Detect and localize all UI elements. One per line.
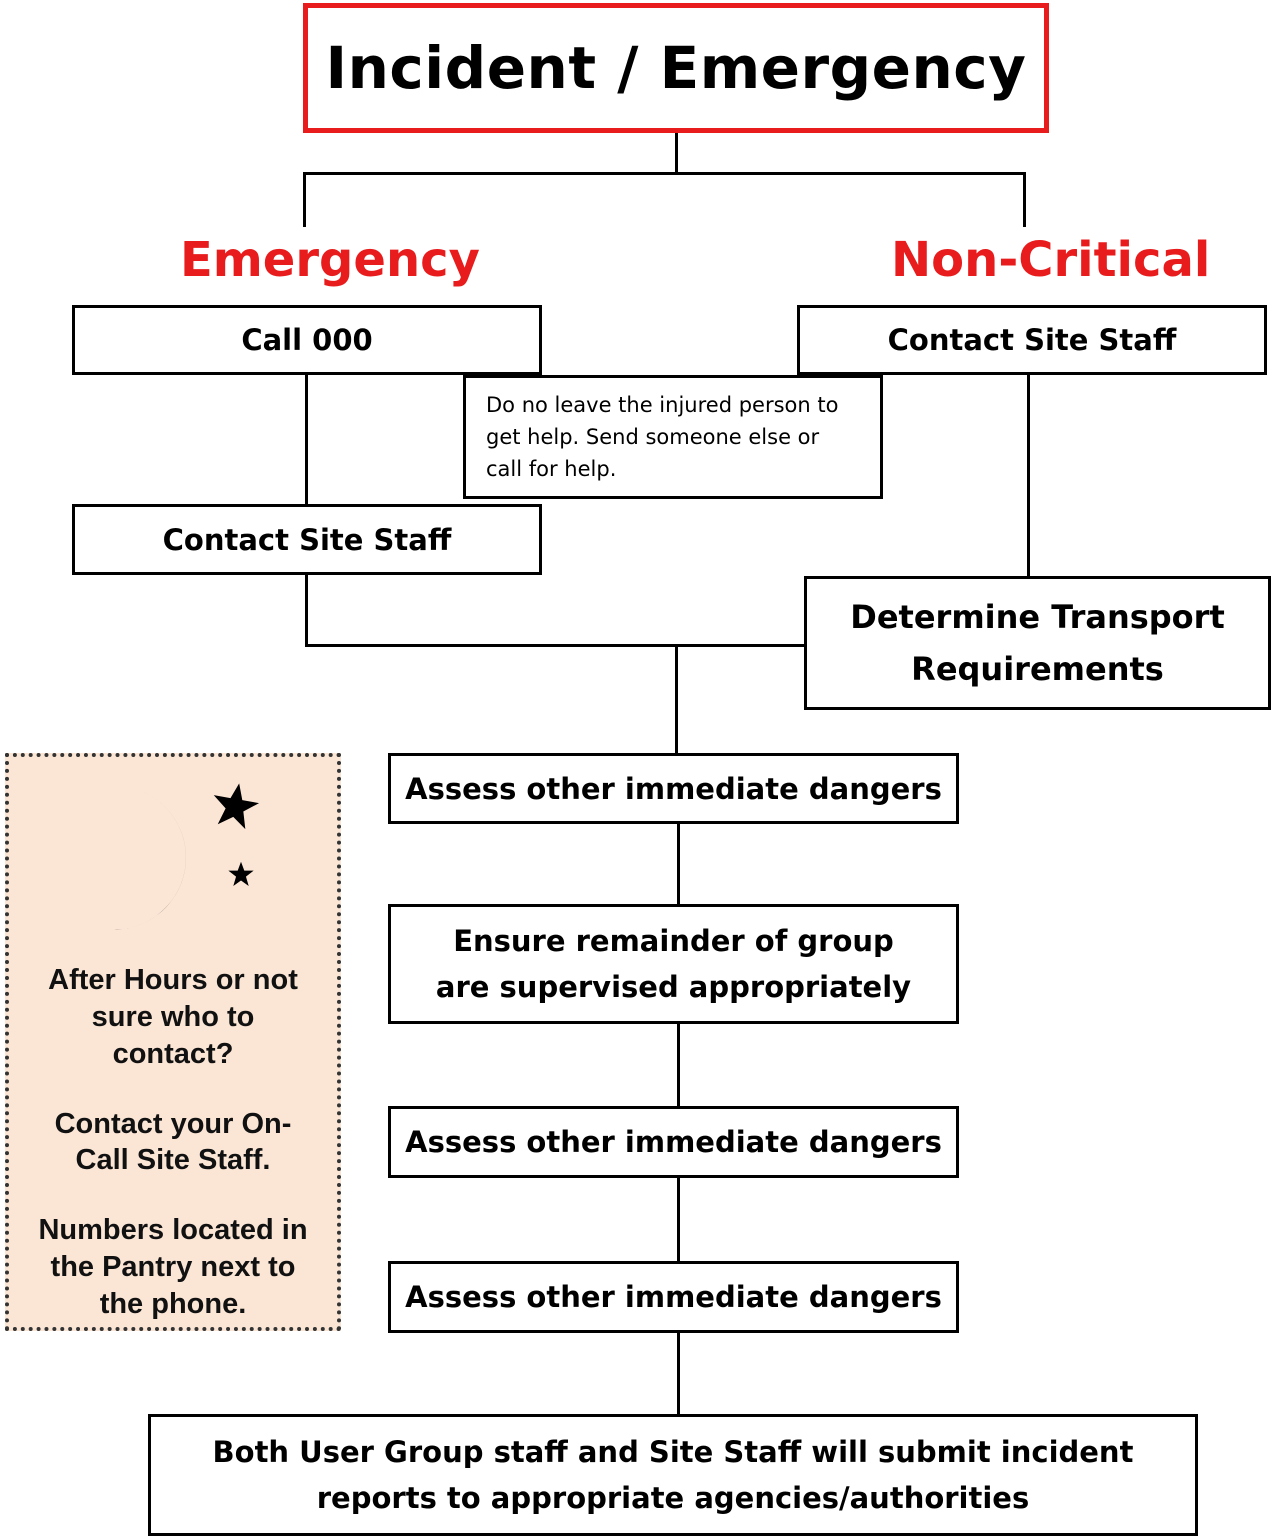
- note-text: Do no leave the injured person to get he…: [486, 393, 839, 481]
- emergency-label: Emergency: [180, 232, 480, 288]
- non-critical-label: Non-Critical: [891, 232, 1211, 288]
- connector-line: [677, 1022, 680, 1107]
- final-step-text: Both User Group staff and Site Staff wil…: [212, 1435, 1134, 1515]
- step-box: Assess other immediate dangers: [388, 753, 959, 824]
- after-hours-instruction: Contact your On-Call Site Staff.: [54, 1108, 292, 1176]
- connector-line: [303, 172, 1026, 175]
- step-box: Ensure remainder of group are supervised…: [388, 904, 959, 1024]
- after-hours-panel: After Hours or not sure who to contact? …: [5, 753, 341, 1331]
- transport-box: Determine Transport Requirements: [804, 576, 1271, 710]
- connector-line: [675, 644, 678, 754]
- step-text: Ensure remainder of group are supervised…: [435, 924, 912, 1004]
- page-title: Incident / Emergency: [325, 34, 1027, 102]
- step-text: Assess other immediate dangers: [405, 771, 942, 806]
- connector-line: [305, 644, 806, 647]
- connector-line: [677, 1176, 680, 1262]
- connector-line: [675, 133, 678, 173]
- step-box: Assess other immediate dangers: [388, 1106, 959, 1178]
- note-box: Do no leave the injured person to get he…: [463, 375, 883, 499]
- connector-line: [677, 823, 680, 905]
- final-step-box: Both User Group staff and Site Staff wil…: [148, 1414, 1198, 1536]
- connector-line: [305, 374, 308, 505]
- step-box: Assess other immediate dangers: [388, 1261, 959, 1333]
- title-box: Incident / Emergency: [303, 3, 1049, 133]
- noncritical-contact-site-staff-text: Contact Site Staff: [887, 323, 1177, 357]
- after-hours-question: After Hours or not sure who to contact?: [48, 964, 298, 1070]
- connector-line: [1023, 172, 1026, 227]
- connector-line: [303, 172, 306, 227]
- moon-and-stars-icon: [89, 783, 260, 930]
- call-000-text: Call 000: [241, 323, 373, 357]
- call-000-box: Call 000: [72, 305, 542, 375]
- emergency-contact-site-staff-box: Contact Site Staff: [72, 504, 542, 575]
- step-text: Assess other immediate dangers: [405, 1125, 942, 1159]
- connector-line: [305, 573, 308, 647]
- after-hours-location: Numbers located in the Pantry next to th…: [38, 1214, 308, 1320]
- connector-line: [1027, 374, 1030, 577]
- noncritical-contact-site-staff-box: Contact Site Staff: [797, 305, 1267, 375]
- step-text: Assess other immediate dangers: [405, 1280, 942, 1314]
- emergency-contact-site-staff-text: Contact Site Staff: [162, 522, 452, 557]
- transport-text: Determine Transport Requirements: [850, 598, 1225, 688]
- connector-line: [677, 1331, 680, 1416]
